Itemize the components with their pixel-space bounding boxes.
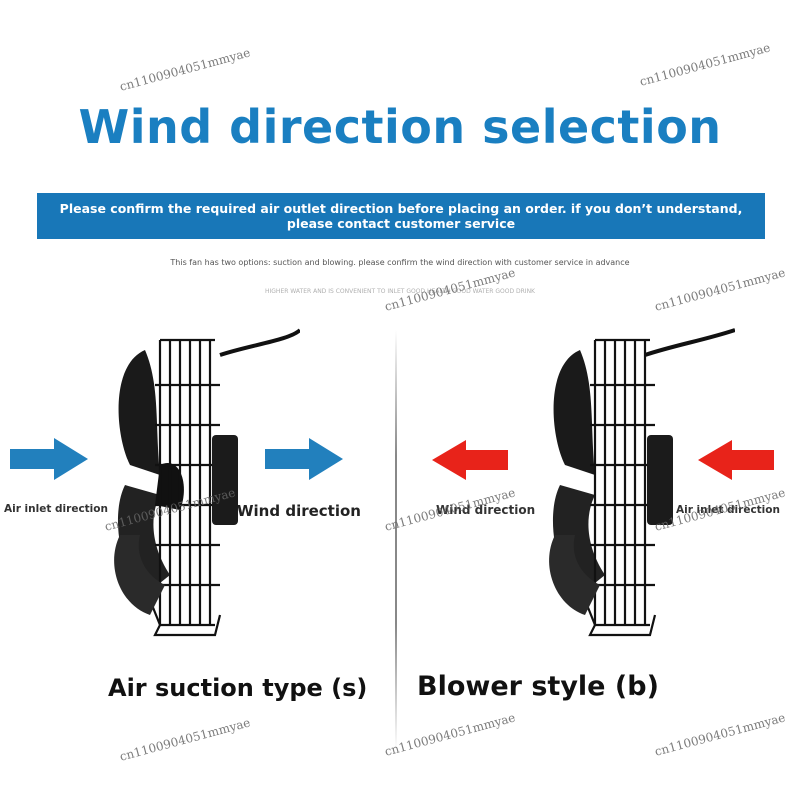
watermark: cn1100904051mmyae bbox=[383, 710, 517, 759]
axial-fan-icon bbox=[114, 328, 300, 637]
watermark: cn1100904051mmyae bbox=[638, 40, 772, 89]
left-outlet-label: Wind direction bbox=[237, 502, 361, 520]
right-outlet-label: Wind direction bbox=[436, 503, 536, 517]
banner-text: Please confirm the required air outlet d… bbox=[59, 201, 743, 231]
watermark: cn1100904051mmyae bbox=[118, 45, 252, 94]
order-notice-banner: Please confirm the required air outlet d… bbox=[37, 193, 765, 239]
blue-arrow-right-icon bbox=[265, 438, 343, 480]
faint-background-text: HIGHER WATER AND IS CONVENIENT TO INLET … bbox=[265, 288, 535, 295]
center-divider bbox=[395, 330, 397, 750]
watermark: cn1100904051mmyae bbox=[653, 710, 787, 759]
axial-fan-icon bbox=[549, 328, 735, 637]
blue-arrow-right-icon bbox=[10, 438, 88, 480]
blower-caption: Blower style (b) bbox=[417, 671, 659, 702]
red-arrow-left-icon bbox=[698, 440, 774, 480]
suction-caption: Air suction type (s) bbox=[108, 674, 368, 702]
watermark: cn1100904051mmyae bbox=[118, 715, 252, 764]
option-note: This fan has two options: suction and bl… bbox=[170, 258, 630, 267]
red-arrow-left-icon bbox=[432, 440, 508, 480]
right-inlet-label: Air inlet direction bbox=[676, 504, 780, 516]
watermark: cn1100904051mmyae bbox=[653, 265, 787, 314]
left-inlet-label: Air inlet direction bbox=[4, 503, 108, 515]
page-title: Wind direction selection bbox=[78, 100, 722, 154]
